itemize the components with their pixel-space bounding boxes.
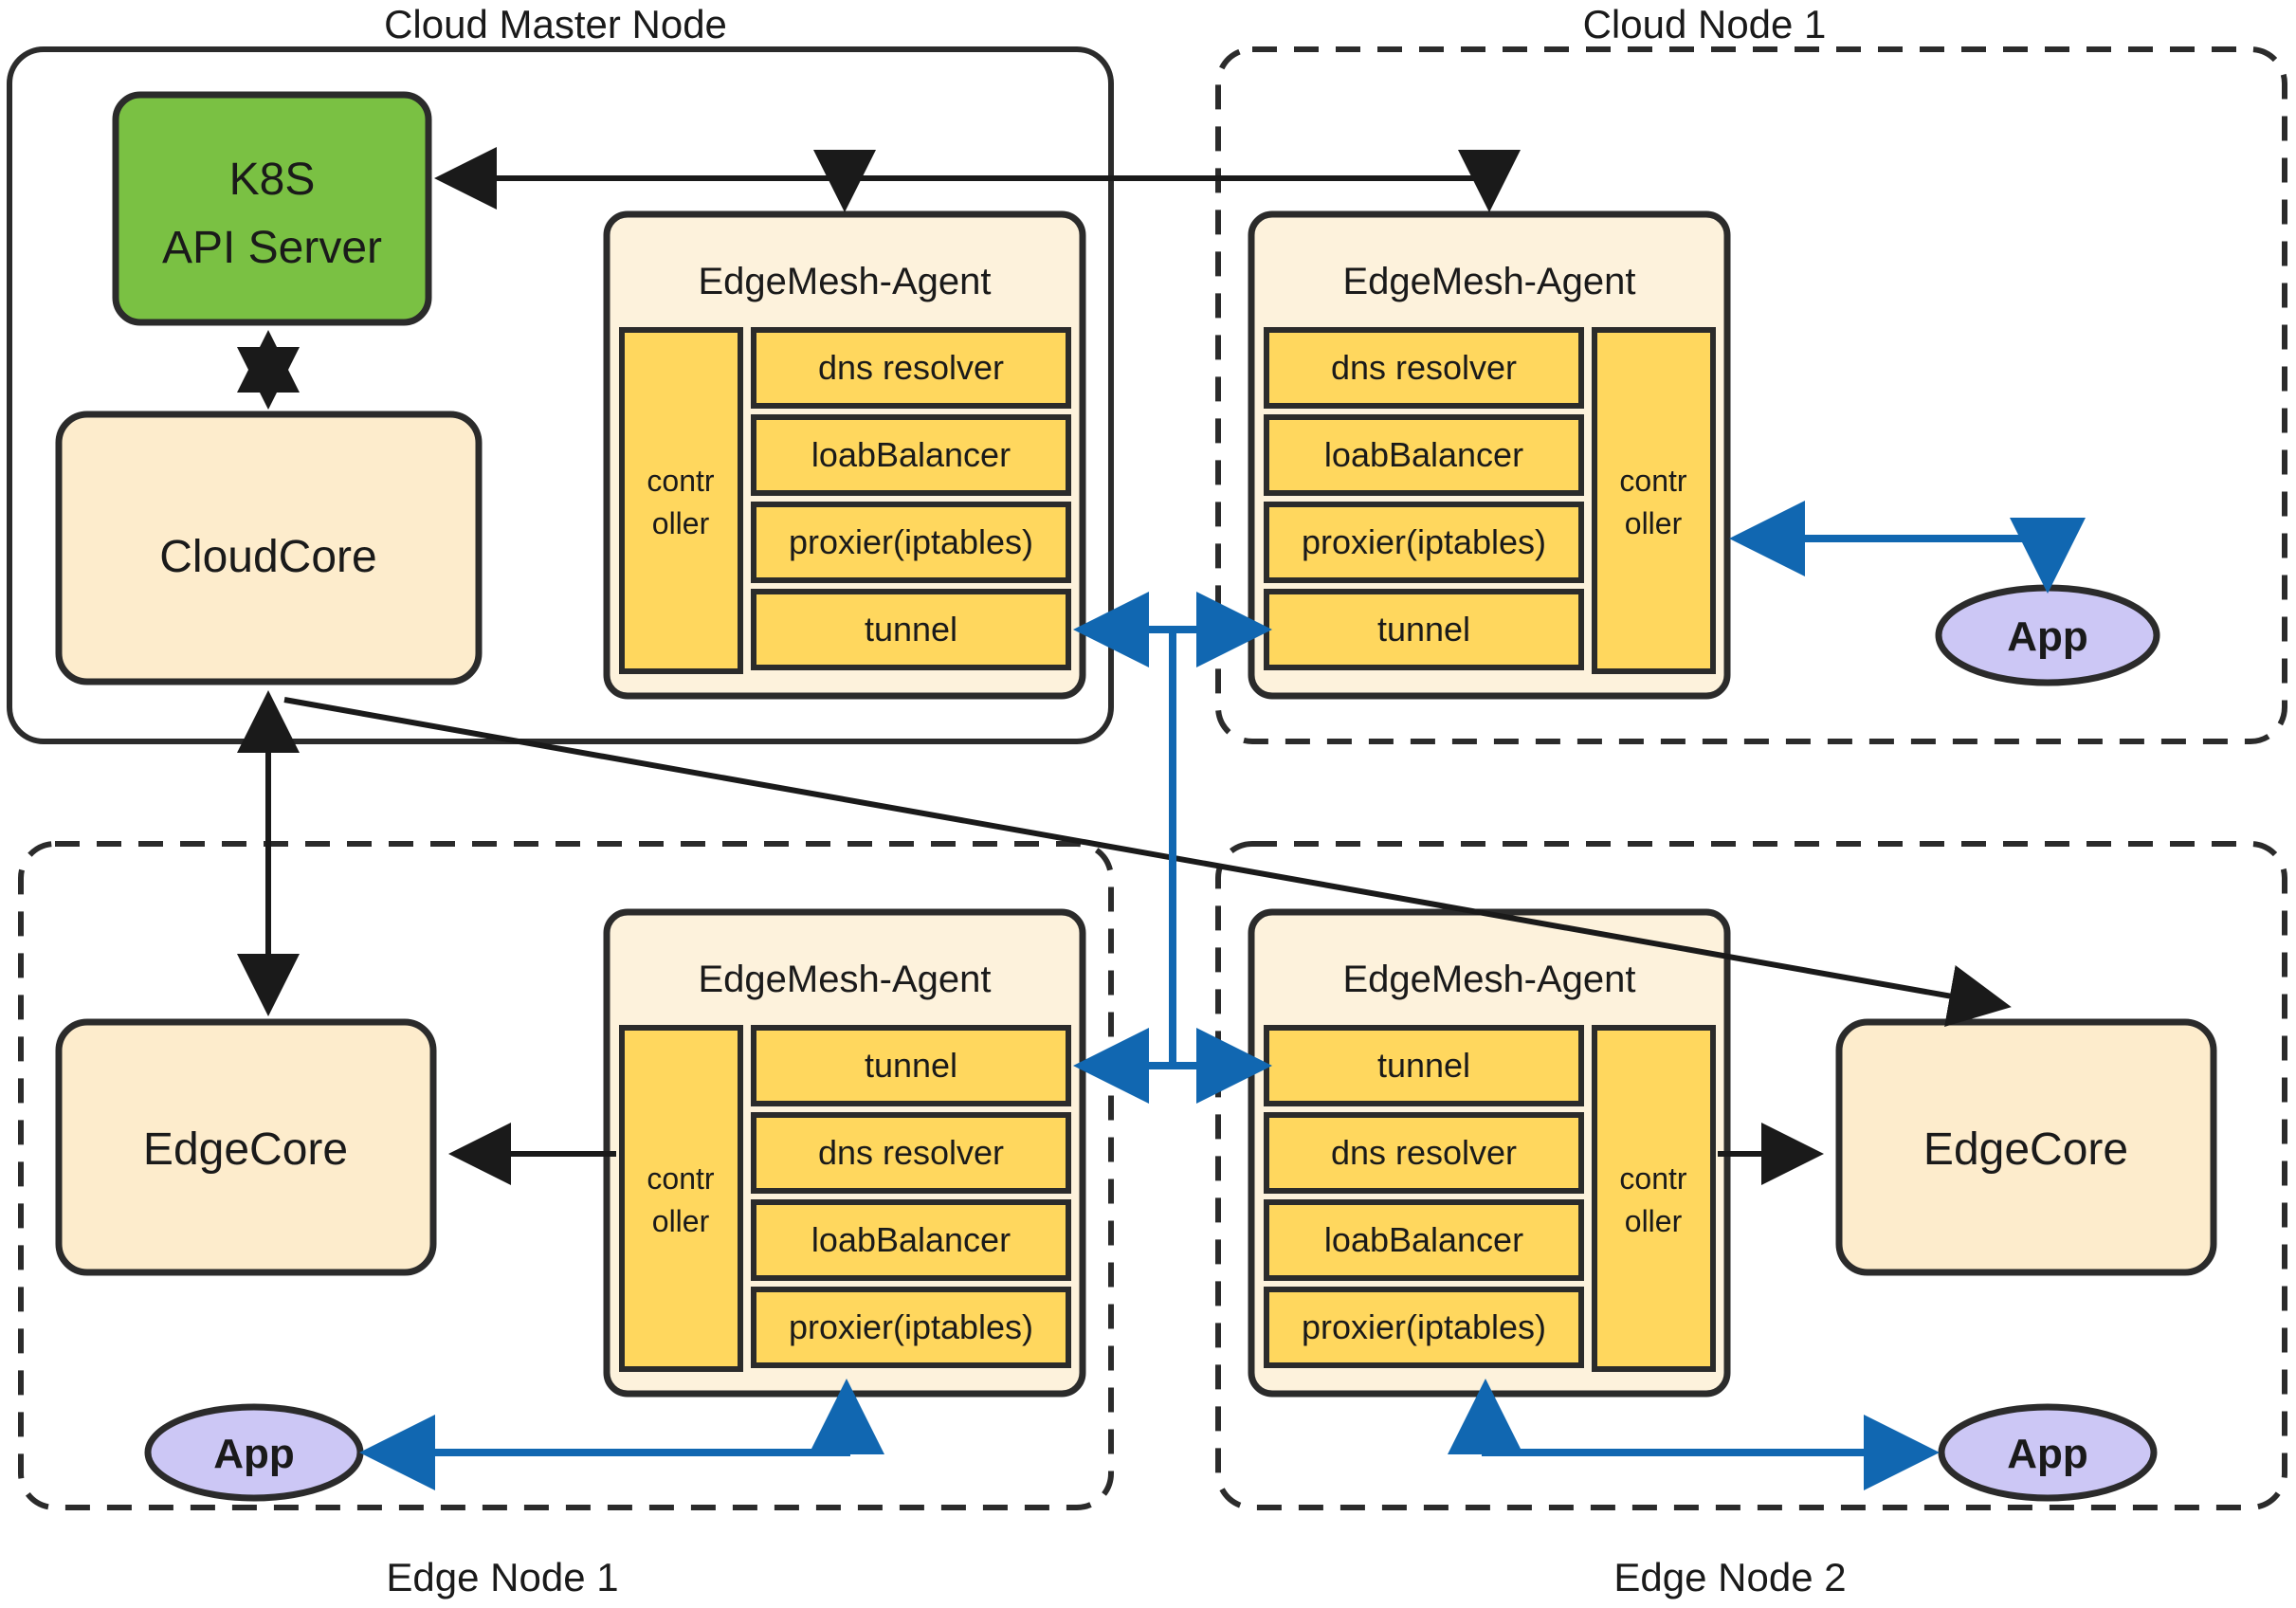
cn1-module-dns-resolver[interactable]: [1264, 327, 1584, 409]
en1-edgecore-box[interactable]: [55, 1018, 437, 1276]
cm-module-label-1: loabBalancer: [811, 435, 1011, 474]
en2-module-loabbalancer[interactable]: [1264, 1199, 1584, 1281]
en1-module-proxier[interactable]: [751, 1287, 1071, 1368]
cloudcore-box[interactable]: [55, 411, 483, 685]
en1-app-blue-connector: [359, 1379, 884, 1490]
cm-module-label-2: proxier(iptables): [789, 522, 1033, 561]
en1-module-label-3: proxier(iptables): [789, 1307, 1033, 1346]
cn1-controller-line2: oller: [1625, 506, 1683, 540]
en2-module-label-3: proxier(iptables): [1302, 1307, 1546, 1346]
cloud-master-node-container: [7, 46, 1114, 744]
cm-module-tunnel[interactable]: [751, 589, 1071, 670]
cn1-module-label-1: loabBalancer: [1324, 435, 1523, 474]
en2-module-label-0: tunnel: [1377, 1046, 1470, 1085]
en1-app-label: App: [213, 1431, 295, 1477]
edge-node-2-container: [1215, 841, 2287, 1510]
cn1-module-proxier[interactable]: [1264, 502, 1584, 583]
cn1-agent-controller[interactable]: [1592, 327, 1716, 674]
en2-app-label: App: [2007, 1431, 2088, 1477]
cloud-node-1-container: [1215, 46, 2287, 744]
en2-controller-line1: contr: [1619, 1161, 1686, 1196]
arrow-cloudcore-en2-edgecore: [283, 697, 2012, 1028]
cn1-agent-title: EdgeMesh-Agent: [1342, 261, 1635, 302]
cn1-module-loabbalancer[interactable]: [1264, 414, 1584, 496]
en1-edgecore-label: EdgeCore: [143, 1124, 348, 1175]
en2-agent-controller[interactable]: [1592, 1025, 1716, 1372]
en1-module-label-1: dns resolver: [818, 1133, 1004, 1172]
en1-controller-line2: oller: [652, 1204, 710, 1238]
cm-controller-line1: contr: [647, 464, 714, 498]
cn1-module-tunnel[interactable]: [1264, 589, 1584, 670]
cm-agent-controller[interactable]: [619, 327, 743, 674]
cn1-module-label-3: tunnel: [1377, 610, 1470, 649]
en1-agent-title: EdgeMesh-Agent: [698, 959, 991, 1000]
en2-edgecore-label: EdgeCore: [1923, 1124, 2128, 1175]
edge-node-1-title: Edge Node 1: [386, 1555, 618, 1599]
en2-app-blue-connector: [1448, 1379, 1940, 1490]
cm-module-loabbalancer[interactable]: [751, 414, 1071, 496]
cn1-app-label: App: [2007, 613, 2088, 660]
cn1-app-blue-connector: [1729, 501, 2086, 594]
cm-controller-line2: oller: [652, 506, 710, 540]
cn1-controller-line1: contr: [1619, 464, 1686, 498]
en2-module-label-1: dns resolver: [1331, 1133, 1517, 1172]
en2-module-dns-resolver[interactable]: [1264, 1112, 1584, 1194]
en1-agent-controller[interactable]: [619, 1025, 743, 1372]
cloudcore-label: CloudCore: [159, 532, 376, 582]
k8s-api-server-line2: API Server: [162, 223, 382, 273]
en1-module-label-2: loabBalancer: [811, 1220, 1011, 1259]
edge-node-2-title: Edge Node 2: [1613, 1555, 1846, 1599]
cm-module-label-0: dns resolver: [818, 348, 1004, 387]
en1-controller-line1: contr: [647, 1161, 714, 1196]
cm-module-label-3: tunnel: [865, 610, 957, 649]
cn1-module-label-0: dns resolver: [1331, 348, 1517, 387]
k8s-api-server-line1: K8S: [229, 155, 316, 205]
en1-module-tunnel[interactable]: [751, 1025, 1071, 1106]
edge-node-1-container: [18, 841, 1114, 1510]
cloud-master-node-title: Cloud Master Node: [384, 2, 727, 46]
cm-module-dns-resolver[interactable]: [751, 327, 1071, 409]
k8s-api-server-box[interactable]: [112, 91, 432, 326]
en2-module-tunnel[interactable]: [1264, 1025, 1584, 1106]
cloud-node-1-title: Cloud Node 1: [1583, 2, 1827, 46]
cm-agent-title: EdgeMesh-Agent: [698, 261, 991, 302]
en2-agent-title: EdgeMesh-Agent: [1342, 959, 1635, 1000]
en1-module-loabbalancer[interactable]: [751, 1199, 1071, 1281]
en2-module-proxier[interactable]: [1264, 1287, 1584, 1368]
en2-module-label-2: loabBalancer: [1324, 1220, 1523, 1259]
cm-module-proxier[interactable]: [751, 502, 1071, 583]
cn1-module-label-2: proxier(iptables): [1302, 522, 1546, 561]
en2-app-ellipse[interactable]: [1938, 1403, 2158, 1502]
en1-module-label-0: tunnel: [865, 1046, 957, 1085]
en2-edgecore-box[interactable]: [1835, 1018, 2217, 1276]
en2-controller-line2: oller: [1625, 1204, 1683, 1238]
en1-module-dns-resolver[interactable]: [751, 1112, 1071, 1194]
